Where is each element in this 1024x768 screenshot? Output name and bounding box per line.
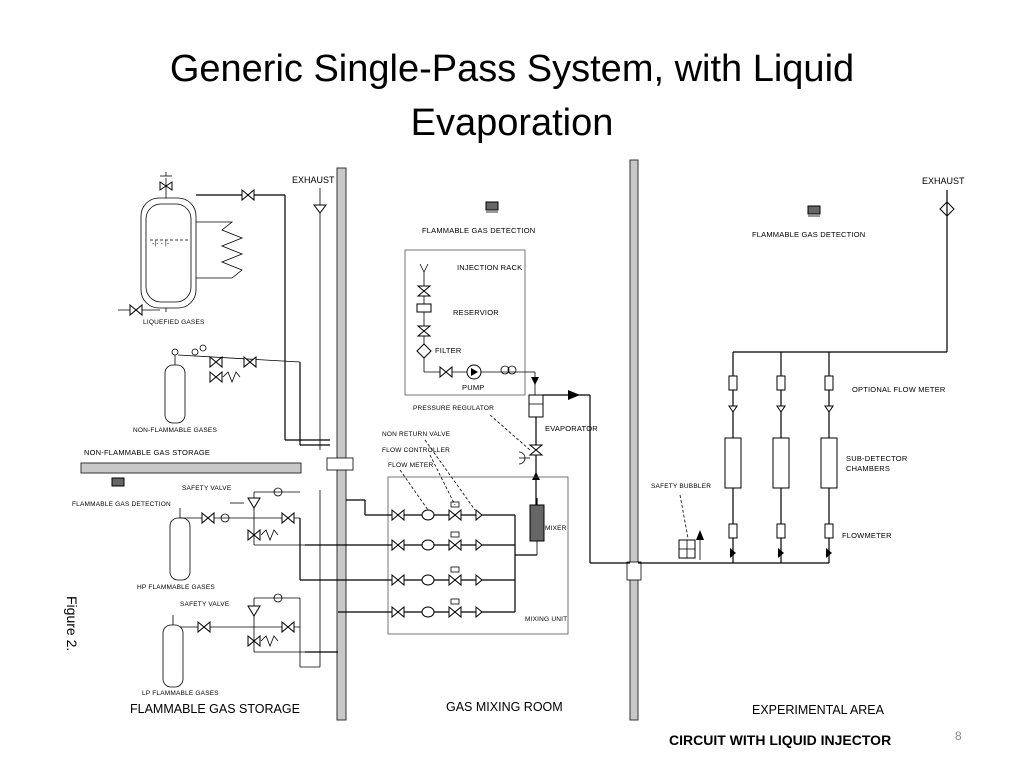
page-number: 8: [955, 729, 962, 743]
evaporator-icon: [528, 394, 544, 418]
wall-pass-through-2: [626, 561, 642, 581]
lp-flammable-cylinder: [162, 490, 338, 688]
right-wall: [629, 159, 639, 721]
evaporator-label: EVAPORATOR: [545, 424, 598, 433]
optional-flow-meter-label: OPTIONAL FLOW METER: [852, 385, 946, 394]
mixing-unit-box: [387, 476, 569, 635]
non-flammable-cylinder: [164, 344, 330, 446]
non-return-valve-label: NON RETURN VALVE: [382, 431, 451, 438]
wall-pass-through-1: [326, 457, 354, 471]
title-line-2: Evaporation: [410, 102, 614, 144]
non-flammable-gases-label: NON-FLAMMABLE GASES: [133, 427, 217, 434]
detector-line-1: [724, 352, 742, 563]
mixing-line-3: [338, 566, 515, 587]
pressure-regulator-label: PRESSURE REGULATOR: [413, 405, 494, 412]
sub-detector-label-2: CHAMBERS: [846, 464, 890, 473]
exhaust-left-label: EXHAUST: [292, 175, 335, 185]
safety-valve-2-label: SAFETY VALVE: [180, 601, 230, 608]
mixing-line-2: [338, 531, 515, 552]
non-flammable-storage-label: NON-FLAMMABLE GAS STORAGE: [84, 448, 210, 457]
flow-controller-label: FLOW CONTROLLER: [382, 447, 450, 454]
flammable-gas-detection-left-label: FLAMMABLE GAS DETECTION: [72, 501, 171, 508]
injection-rack-label: INJECTION RACK: [457, 263, 522, 272]
gas-detector-right-icon: [807, 205, 821, 215]
rack-valve-2-icon: [416, 325, 432, 337]
gas-detector-left-icon: [111, 477, 125, 487]
nf-regulator-icon: [209, 370, 223, 384]
storage-shelf: [80, 462, 302, 474]
liquefied-gas-vessel: -|- - |-: [118, 172, 285, 317]
nf-valve-2-icon: [243, 355, 257, 369]
pump-label: PUMP: [462, 383, 484, 392]
hp-valve-1-icon: [201, 511, 215, 525]
filter-icon: [416, 343, 432, 359]
exhaust-right-label: EXHAUST: [922, 176, 965, 186]
flammable-gas-detection-mid-label: FLAMMABLE GAS DETECTION: [422, 226, 535, 235]
safety-valve-1-label: SAFETY VALVE: [182, 485, 232, 492]
mixing-line-1: [346, 499, 516, 612]
injection-rack-box: [404, 249, 526, 396]
mixer-icon: [529, 504, 545, 542]
flammable-gas-storage-label: FLAMMABLE GAS STORAGE: [130, 702, 300, 716]
reservoir-label: RESERVIOR: [453, 308, 499, 317]
reservoir-icon: [416, 303, 432, 313]
svg-text:-|- - |-: -|- - |-: [152, 240, 169, 247]
flowmeter-label: FLOWMETER: [842, 531, 892, 540]
hp-flammable-cylinder: [169, 487, 338, 581]
mixing-line-4: [338, 598, 515, 619]
circuit-caption: CIRCUIT WITH LIQUID INJECTOR: [669, 732, 891, 748]
flow-meter-label: FLOW METER: [388, 462, 433, 469]
mixing-unit-label: MIXING UNIT: [525, 616, 567, 623]
hp-flammable-gases-label: HP FLAMMABLE GASES: [137, 584, 215, 591]
sub-detector-label-1: SUB-DETECTOR: [846, 454, 908, 463]
safety-bubbler-label: SAFETY BUBBLER: [651, 483, 711, 490]
hp-regulator-icon: [247, 528, 261, 542]
liquefied-outlet-valve-icon: [241, 188, 255, 202]
rack-valve-1-icon: [416, 285, 432, 297]
lp-regulator-icon: [247, 634, 261, 648]
lp-flammable-gases-label: LP FLAMMABLE GASES: [142, 690, 219, 697]
nf-valve-1-icon: [209, 355, 223, 369]
slide-title: Generic Single-Pass System, with Liquid …: [0, 42, 1024, 150]
filter-label: FILTER: [435, 346, 462, 355]
detector-line-3: [820, 352, 838, 563]
figure-label: Figure 2.: [64, 596, 80, 651]
mixer-label: MIXER: [545, 525, 567, 532]
left-wall: [336, 167, 347, 721]
vessel-top-valve-icon: [159, 181, 173, 191]
gas-mixing-room-label: GAS MIXING ROOM: [446, 700, 563, 714]
experimental-area-label: EXPERIMENTAL AREA: [752, 703, 885, 717]
liquefied-gases-label: LIQUEFIED GASES: [143, 319, 205, 326]
gas-detector-mid-icon: [485, 201, 499, 211]
flammable-gas-detection-right-label: FLAMMABLE GAS DETECTION: [752, 230, 865, 239]
detector-line-2: [772, 352, 790, 563]
exhaust-left-icon: [313, 204, 327, 214]
liquefied-drain-valve-icon: [129, 303, 143, 317]
title-line-1: Generic Single-Pass System, with Liquid: [169, 48, 855, 90]
